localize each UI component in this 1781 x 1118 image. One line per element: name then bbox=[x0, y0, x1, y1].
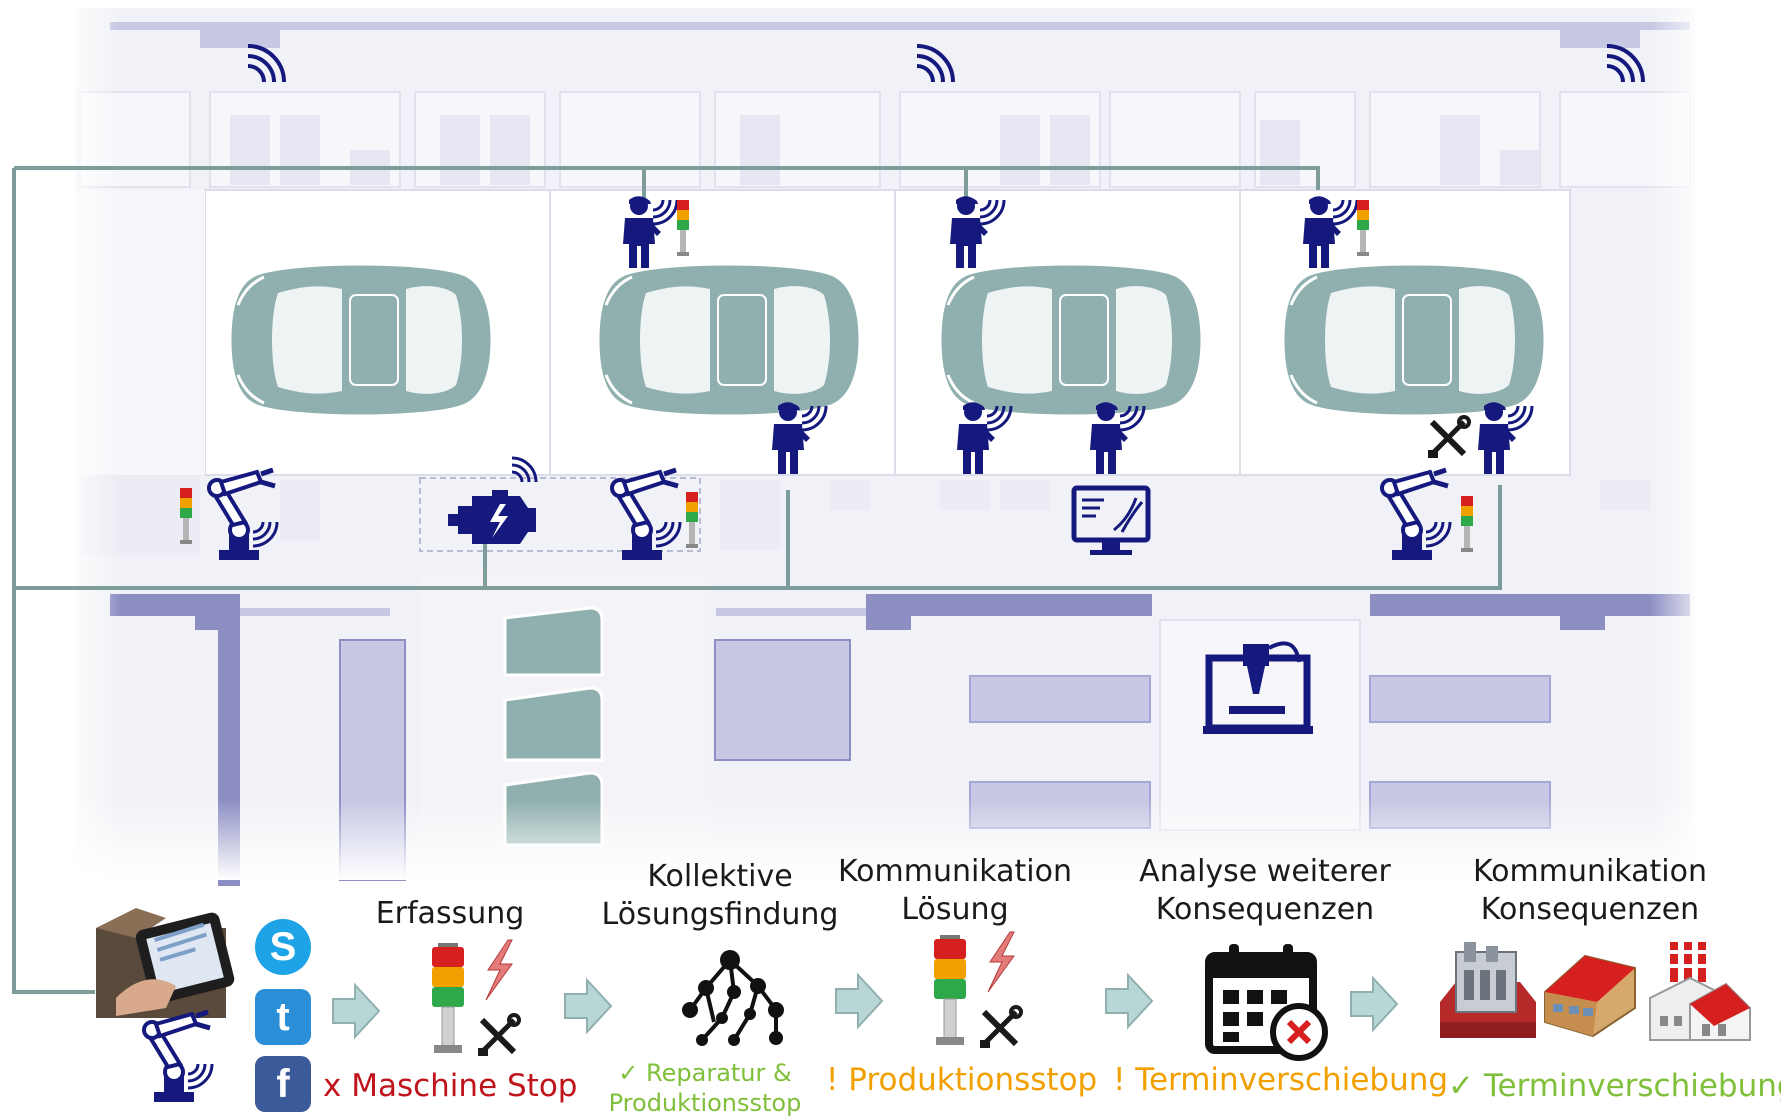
status-text: Reparatur & Produktionsstop bbox=[608, 1059, 802, 1117]
car-icon bbox=[1281, 262, 1547, 418]
status-text: Maschine Stop bbox=[351, 1068, 578, 1104]
step-label-line: Analyse weiterer bbox=[1139, 854, 1391, 889]
step-label-loesungsfindung: Kollektive Lösungsfindung bbox=[580, 858, 860, 934]
car-icon bbox=[938, 262, 1204, 418]
facebook-icon: f bbox=[255, 1056, 311, 1112]
flow-arrow-icon bbox=[1350, 977, 1398, 1031]
step-label-kommunikation-konsequenzen: Kommunikation Konsequenzen bbox=[1460, 853, 1720, 929]
status-terminverschiebung-ok: ✓ Terminverschiebung bbox=[1448, 1068, 1781, 1104]
step-label-line: Lösungsfindung bbox=[601, 897, 839, 932]
lightning-icon bbox=[485, 939, 513, 1001]
repair-tools-icon bbox=[478, 1015, 519, 1056]
flow-arrow-icon bbox=[564, 979, 612, 1033]
step-label-line: Konsequenzen bbox=[1155, 892, 1375, 927]
flow-arrow-icon bbox=[835, 974, 883, 1028]
status-produktionsstop: ! Produktionsstop bbox=[826, 1062, 1097, 1098]
twitter-icon: t bbox=[255, 989, 311, 1045]
status-symbol: ! bbox=[1113, 1062, 1126, 1098]
step-label-analyse: Analyse weiterer Konsequenzen bbox=[1120, 853, 1410, 929]
status-symbol: x bbox=[323, 1068, 342, 1104]
robot-arm-icon bbox=[144, 1012, 214, 1102]
step-label-line: Kollektive bbox=[647, 859, 793, 894]
lightning-icon bbox=[987, 931, 1015, 993]
status-reparatur: ✓ Reparatur & Produktionsstop bbox=[600, 1058, 810, 1118]
step-label-line: Kommunikation bbox=[1472, 854, 1708, 889]
status-symbol: ✓ bbox=[1448, 1068, 1474, 1104]
warehouse-icon bbox=[1544, 954, 1636, 1038]
step-label-kommunikation-loesung: Kommunikation Lösung bbox=[830, 853, 1080, 929]
tablet-photo bbox=[96, 908, 235, 1018]
status-maschine-stop: x Maschine Stop bbox=[323, 1068, 577, 1104]
factory-floor-plan bbox=[60, 0, 1710, 900]
flow-arrow-icon bbox=[1105, 974, 1153, 1028]
flow-arrow-icon bbox=[332, 984, 380, 1038]
monitor-analysis-icon bbox=[1071, 485, 1151, 555]
status-text: Terminverschiebung bbox=[1135, 1062, 1449, 1098]
engine-wireless-icon bbox=[448, 456, 538, 544]
step-label-erfassung: Erfassung bbox=[340, 895, 560, 933]
step-label-line: Erfassung bbox=[375, 896, 525, 931]
cnc-machine-icon bbox=[1203, 641, 1313, 734]
status-terminverschiebung-warning: ! Terminverschiebung bbox=[1113, 1062, 1448, 1098]
status-text: Produktionsstop bbox=[848, 1062, 1098, 1098]
status-text: Terminverschiebung bbox=[1483, 1068, 1781, 1104]
plant-icon bbox=[1649, 942, 1751, 1041]
step-label-line: Konsequenzen bbox=[1480, 892, 1700, 927]
repair-tools-icon bbox=[980, 1007, 1021, 1048]
signal-tower-icon bbox=[431, 942, 465, 1054]
step-label-line: Lösung bbox=[901, 892, 1009, 927]
network-connection-lines bbox=[12, 166, 1502, 994]
factory-icon bbox=[1440, 942, 1536, 1038]
step-label-line: Kommunikation bbox=[837, 854, 1073, 889]
signal-tower-icon bbox=[933, 934, 967, 1046]
status-symbol: ✓ bbox=[618, 1059, 639, 1087]
car-icon bbox=[228, 262, 494, 418]
status-symbol: ! bbox=[826, 1062, 839, 1098]
calendar-cancel-icon bbox=[1205, 944, 1328, 1061]
skype-icon: S bbox=[255, 919, 311, 975]
car-icon bbox=[596, 262, 862, 418]
network-graph-icon bbox=[672, 944, 792, 1056]
